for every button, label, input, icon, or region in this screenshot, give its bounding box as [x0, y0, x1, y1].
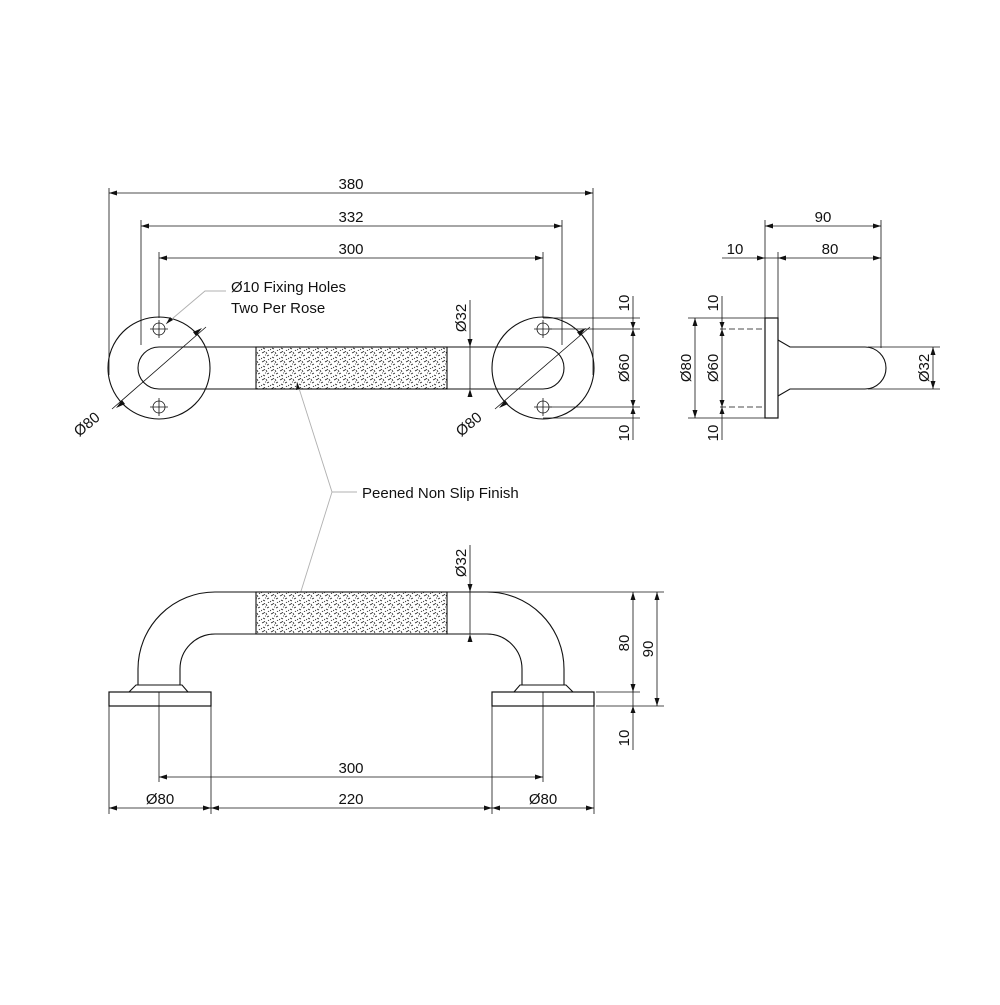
dim-plan-edge-top: 10: [616, 295, 633, 312]
dim-front-10: 10: [616, 730, 633, 747]
left-rose: [107, 316, 211, 420]
fixing-holes-line2: Two Per Rose: [231, 300, 325, 317]
finish-note-label: Peened Non Slip Finish: [362, 485, 519, 502]
dim-380-label: 380: [338, 176, 363, 193]
dim-side-vertical: Ø80 Ø60 10 10: [678, 295, 765, 442]
dim-332: 332: [140, 209, 563, 345]
dim-front-rose-left: Ø80: [146, 791, 174, 808]
dim-front-220: 220: [338, 791, 363, 808]
fixing-hole-icon: [150, 398, 168, 416]
dim-side-tube: Ø32: [868, 346, 940, 390]
fixing-holes-note: Ø10 Fixing Holes Two Per Rose: [165, 279, 346, 325]
side-tube: [777, 339, 887, 397]
dim-side-90-label: 90: [815, 209, 832, 226]
dim-plan-vertical: 10 Ø60 10: [543, 295, 640, 442]
dim-rose-right: Ø80: [453, 326, 591, 440]
dim-side-holes: Ø60: [705, 354, 722, 382]
dim-tube-plan: Ø32: [447, 300, 480, 397]
grab-rail-tube: [159, 346, 543, 390]
dim-front-tube: Ø32: [447, 545, 480, 642]
fixing-hole-icon: [534, 320, 552, 338]
dim-380: 380: [108, 176, 594, 375]
dim-front-tube-label: Ø32: [453, 549, 470, 577]
dim-front-rose-right: Ø80: [529, 791, 557, 808]
fixing-hole-icon: [150, 320, 168, 338]
front-peened-grip: [255, 591, 448, 635]
dim-front-90: 90: [640, 641, 657, 658]
dim-rose-left-label: Ø80: [71, 409, 104, 440]
dim-front-300: 300: [338, 760, 363, 777]
plan-view: 380 332 300: [71, 176, 640, 441]
dim-side-rose-dia: Ø80: [678, 354, 695, 382]
dim-plan-edge-bottom: 10: [616, 425, 633, 442]
dim-332-label: 332: [338, 209, 363, 226]
dim-side-edge-bottom: 10: [705, 425, 722, 442]
dim-rose-left: Ø80: [71, 326, 207, 440]
dim-side-10-label: 10: [727, 241, 744, 258]
dim-plan-holes: Ø60: [616, 354, 633, 382]
dim-rose-right-label: Ø80: [453, 409, 486, 440]
right-rose: [491, 316, 595, 420]
side-rose-plate: [764, 317, 779, 419]
dim-tube-plan-label: Ø32: [453, 304, 470, 332]
dim-side-80-label: 80: [822, 241, 839, 258]
dim-front-80: 80: [616, 635, 633, 652]
dim-side-10-80: 10 80: [722, 241, 881, 320]
dim-side-90: 90: [764, 209, 882, 348]
dim-front-bottom: 300 Ø80 220 Ø80: [108, 692, 595, 814]
front-rose-left: [108, 691, 212, 707]
fixing-hole-icon: [534, 398, 552, 416]
dim-front-heights: 80 90 10: [487, 591, 664, 750]
dim-300-plan: 300: [158, 241, 544, 318]
dim-side-edge-top: 10: [705, 295, 722, 312]
front-view: Ø32 80 90 10: [108, 545, 664, 814]
dim-side-tube-label: Ø32: [916, 354, 933, 382]
dim-300-plan-label: 300: [338, 241, 363, 258]
peened-grip: [255, 346, 448, 390]
finish-note: Peened Non Slip Finish: [296, 381, 519, 605]
side-view: 90 10 80 Ø80 Ø6: [678, 209, 940, 441]
fixing-holes-line1: Ø10 Fixing Holes: [231, 279, 346, 296]
